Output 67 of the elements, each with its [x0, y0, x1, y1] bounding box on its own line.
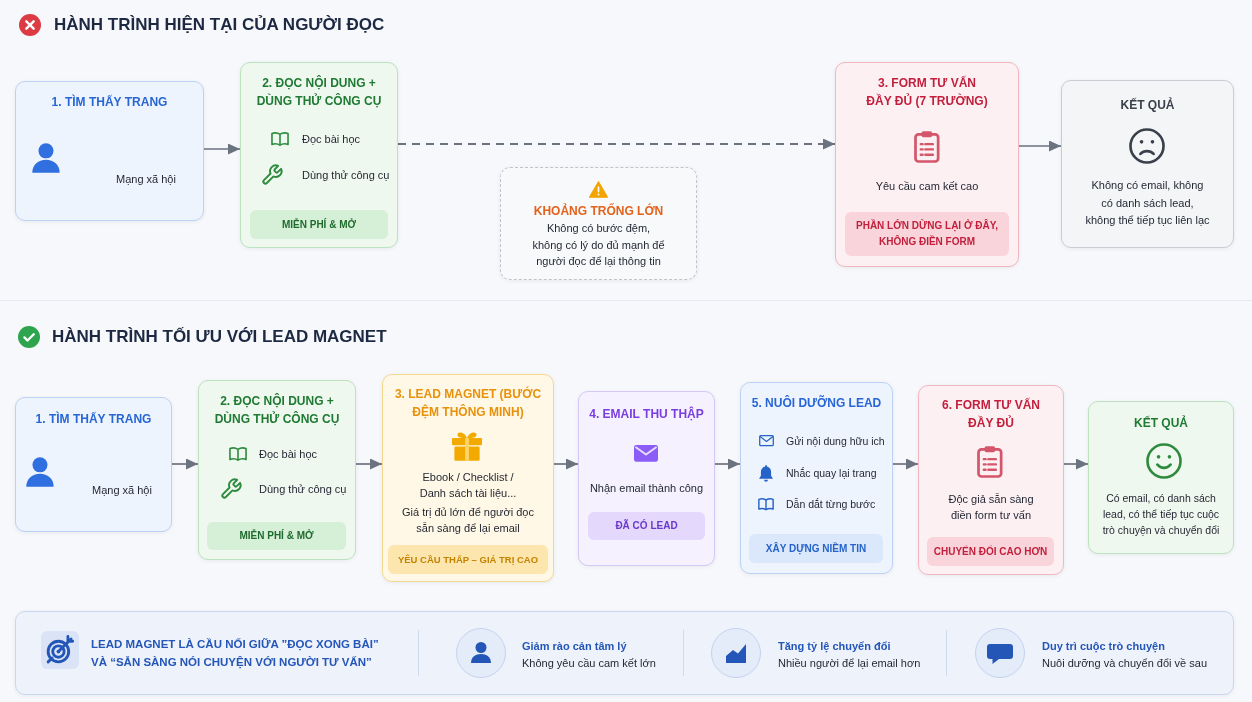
step-card	[918, 385, 1064, 575]
benefit-text: Nhiều người để lại email hơn	[778, 656, 921, 671]
step-card	[240, 62, 398, 248]
list-item-text: Dẫn dắt từng bước	[786, 497, 876, 512]
card-text: Có email, có danh sách lead, có thể tiếp tục cuộc trò chuyện và chuyển đổi	[1101, 491, 1221, 538]
list-item-text: Mạng xã hội	[116, 172, 176, 187]
benefit-title: Duy trì cuộc trò chuyện	[1042, 639, 1165, 654]
arrow	[714, 458, 741, 470]
card-title: 1. TÌM THẤY TRANG	[50, 93, 169, 111]
step-card	[382, 374, 554, 582]
list-item-text: Nhắc quay lại trang	[786, 466, 877, 481]
benefit-text: Không yêu cầu cam kết lớn	[522, 656, 656, 671]
card-text: Ebook / Checklist / Danh sách tài liệu...	[418, 470, 518, 501]
benefit-text: Nuôi dưỡng và chuyển đổi về sau	[1042, 656, 1207, 671]
banner-headline: LEAD MAGNET LÀ CẦU NỐI GIỮA ”ĐỌC XONG BÀI” VÀ “SẴN SÀNG NÓI CHUYỆN VỚI NGƯỜI TƯ VẤN”	[91, 637, 380, 671]
card-text: Giá trị đủ lớn để người đọc sẵn sàng để lại email	[401, 505, 535, 536]
arrow	[553, 458, 579, 470]
step-card	[578, 391, 715, 566]
list-item-text: Dùng thử công cụ	[302, 168, 390, 183]
card-title: 1. TÌM THẤY TRANG	[34, 410, 153, 428]
benefit-title: Giảm rào cản tâm lý	[522, 639, 627, 654]
card-text: Độc giả sẵn sàng điền form tư vấn	[947, 492, 1035, 523]
section-heading: HÀNH TRÌNH HIỆN TẠI CỦA NGƯỜI ĐỌC	[54, 14, 385, 36]
arrow	[203, 143, 241, 155]
arrow	[1063, 458, 1089, 470]
card-title: 6. FORM TƯ VẤN ĐẦY ĐỦ	[941, 396, 1041, 432]
card-title: 2. ĐỌC NỘI DUNG + DÙNG THỬ CÔNG CỤ	[255, 74, 383, 110]
result-card	[1061, 80, 1234, 248]
result-card	[1088, 401, 1234, 554]
status-tag: CHUYỂN ĐỔI CAO HƠN	[927, 537, 1054, 566]
card-text: Không có bước đệm, không có lý do đủ mạnh để người đọc để lại thông tin	[531, 221, 666, 269]
card-text: Yêu cầu cam kết cao	[874, 179, 980, 194]
benefit-title: Tăng tỷ lệ chuyển đổi	[778, 639, 891, 654]
step-card	[835, 62, 1019, 267]
list-item-text: Dùng thử công cụ	[259, 482, 347, 497]
card-title: 3. FORM TƯ VẤN ĐẦY ĐỦ (7 TRƯỜNG)	[865, 74, 989, 110]
step-card	[198, 380, 356, 560]
arrow	[1018, 140, 1062, 152]
card-title: 5. NUÔI DƯỠNG LEAD	[750, 394, 883, 412]
list-item-text: Mạng xã hội	[92, 483, 152, 498]
arrow	[171, 458, 199, 470]
summary-banner	[15, 611, 1234, 695]
status-tag: XÂY DỰNG NIỀM TIN	[749, 534, 883, 563]
card-title: KẾT QUẢ	[1119, 96, 1176, 114]
status-tag: MIỄN PHÍ & MỞ	[250, 210, 388, 239]
list-item-text: Đọc bài học	[302, 132, 361, 147]
card-text: Không có email, không có danh sách lead, không thể tiếp tục liên lạc	[1084, 178, 1211, 228]
gap-note-card	[500, 167, 697, 280]
card-title: 4. EMAIL THU THẬP	[588, 405, 705, 423]
card-title: KẾT QUẢ	[1133, 414, 1189, 432]
card-title: 2. ĐỌC NỘI DUNG + DÙNG THỬ CÔNG CỤ	[213, 392, 341, 428]
list-item-text: Đọc bài học	[259, 447, 318, 462]
card-title: KHOẢNG TRỐNG LỚN	[532, 202, 665, 220]
status-tag: ĐÃ CÓ LEAD	[588, 512, 705, 540]
dashed-arrow	[397, 138, 836, 150]
arrow	[892, 458, 919, 470]
card-text: Nhận email thành công	[588, 481, 705, 496]
step-card	[15, 81, 204, 221]
card-title: 3. LEAD MAGNET (BƯỚC ĐỆM THÔNG MINH)	[393, 385, 543, 421]
status-tag: YÊU CẦU THẤP – GIÁ TRỊ CAO	[388, 545, 548, 574]
status-tag: PHẦN LỚN DỪNG LẠI Ở ĐÂY, KHÔNG ĐIỀN FORM	[845, 212, 1009, 256]
section-heading: HÀNH TRÌNH TỐI ƯU VỚI LEAD MAGNET	[52, 326, 387, 348]
list-item-text: Gửi nội dung hữu ich	[786, 434, 885, 449]
step-card	[15, 397, 172, 532]
step-card	[740, 382, 893, 574]
arrow	[355, 458, 383, 470]
status-tag: MIỄN PHÍ & MỞ	[207, 522, 346, 550]
